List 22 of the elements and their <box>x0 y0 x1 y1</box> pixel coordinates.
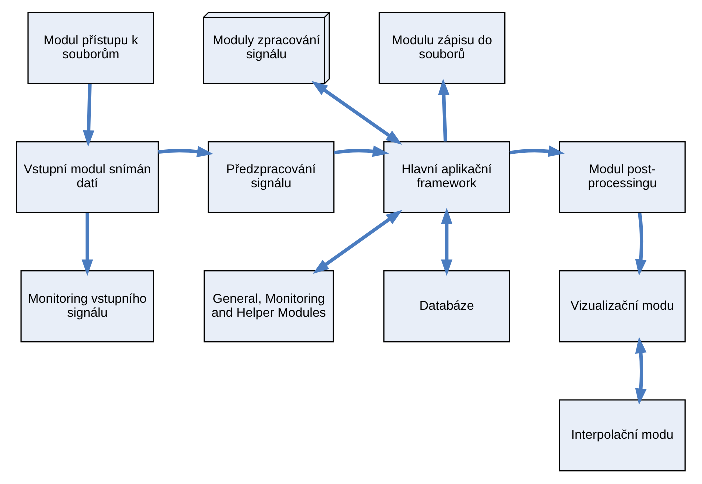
node-box: Interpolační modu <box>559 400 686 472</box>
node-box: Databáze <box>384 270 510 343</box>
node-box: Monitoring vstupního signálu <box>20 270 154 343</box>
node-box: Modul přístupu k souborům <box>28 12 154 84</box>
node-box: Modul post-processingu <box>559 141 686 214</box>
arrow <box>83 84 95 147</box>
arrow <box>334 146 390 158</box>
arrow <box>635 213 647 276</box>
arrow <box>312 81 402 145</box>
node-box: Vstupní modul snímán datí <box>16 141 160 214</box>
node-box: Hlavní aplikační framework <box>384 141 510 214</box>
node-box: General, Monitoring and Helper Modules <box>204 270 334 343</box>
arrow <box>441 208 453 276</box>
arrow <box>82 213 94 276</box>
arrow <box>510 146 565 158</box>
arrow <box>158 146 214 158</box>
arrow <box>312 210 403 274</box>
arrow <box>438 78 450 142</box>
arrow <box>635 337 647 406</box>
node-box: Vizualizační modu <box>559 270 686 343</box>
node-box: Předzpracování signálu <box>208 141 335 214</box>
node-box: Modulu zápisu do souborů <box>378 12 506 84</box>
